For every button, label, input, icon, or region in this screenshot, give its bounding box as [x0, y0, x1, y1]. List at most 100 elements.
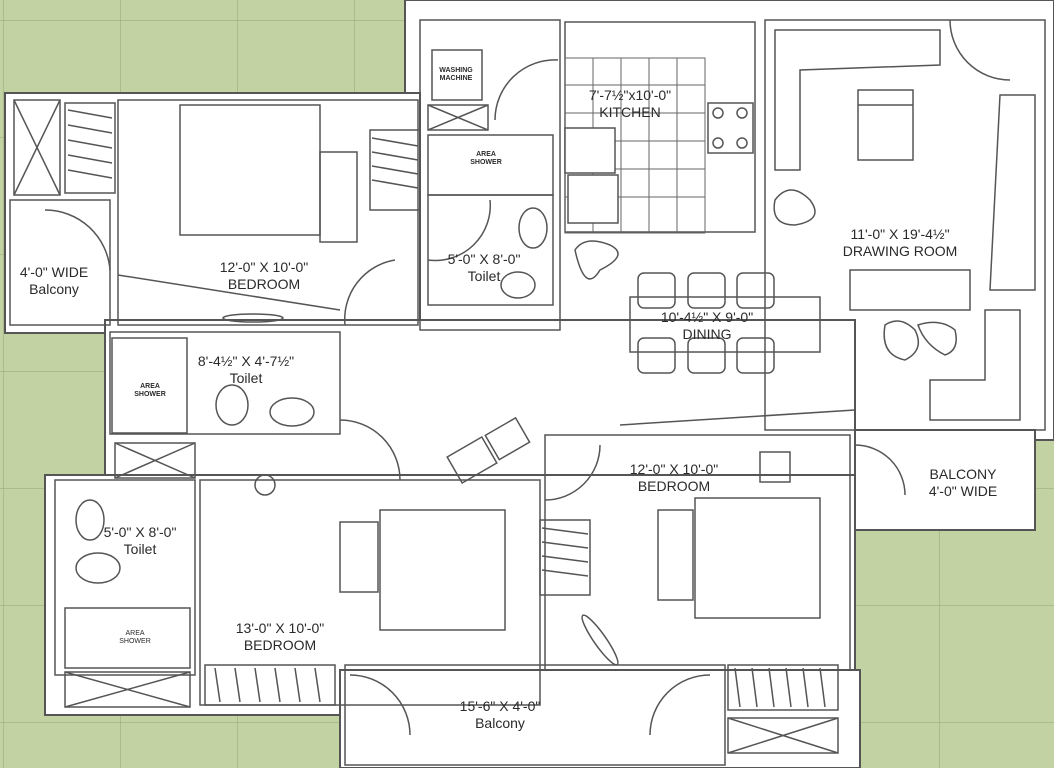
shower-area-2	[111, 337, 188, 434]
door-swing-utility	[494, 59, 559, 121]
plant-3	[254, 474, 276, 496]
wash-basin-2	[269, 397, 315, 427]
ottoman	[857, 89, 914, 161]
pouf-2	[917, 321, 957, 356]
pouf-1	[883, 320, 920, 361]
kitchen-label: 7'-7½"x10'-0" KITCHEN	[589, 87, 671, 121]
bedroom-1-name: BEDROOM	[227, 276, 301, 292]
wardrobe-4	[539, 519, 591, 596]
side-table-2	[657, 509, 694, 601]
bottom-balcony-walls	[344, 664, 726, 766]
dining-dim: 10'-4½" X 9'-0"	[660, 309, 754, 325]
drawing-room-walls	[764, 19, 1046, 431]
door-swing-balcony-right	[854, 444, 906, 496]
l-sofa-1	[774, 29, 941, 171]
wardrobe-5	[727, 664, 839, 711]
hob	[707, 102, 754, 154]
door-swing-balcony-bottom-2	[649, 674, 711, 736]
fridge	[567, 174, 619, 224]
balcony-right-name: BALCONY	[929, 466, 997, 482]
sofa-3-seat	[849, 269, 971, 311]
toilet-1-label: 5'-0" X 8'-0" Toilet	[448, 251, 521, 285]
bedroom-2-walls	[544, 434, 851, 671]
washing-machine-label: WASHING MACHINE	[439, 67, 472, 83]
chair-3	[759, 451, 791, 483]
toilet-3-dim: 5'-0" X 8'-0"	[103, 524, 177, 540]
toilet-3-walls	[54, 479, 196, 676]
balcony-left-dim: 4'-0" WIDE	[19, 264, 89, 280]
door-swing-balcony-bottom-1	[349, 674, 411, 736]
duct-1	[13, 99, 61, 196]
wc-1	[500, 271, 536, 299]
balcony-bottom-label: 15'-6" X 4'-0" Balcony	[460, 698, 541, 732]
toilet-1-dim: 5'-0" X 8'-0"	[447, 251, 521, 267]
side-table-1	[319, 151, 358, 243]
balcony-left-label: 4'-0" WIDE Balcony	[20, 264, 88, 298]
balcony-left-name: Balcony	[29, 281, 79, 297]
toilet-3-label: 5'-0" X 8'-0" Toilet	[104, 524, 177, 558]
bed-3	[379, 509, 506, 631]
door-swing-toilet-1	[427, 199, 492, 262]
balcony-left-walls	[9, 199, 111, 326]
bedroom-3-name: BEDROOM	[243, 637, 317, 653]
toilet-2-dim: 8'-4½" X 4'-7½"	[197, 353, 295, 369]
door-swing-bedroom-2	[544, 444, 601, 501]
washing-machine-line2: MACHINE	[439, 75, 473, 82]
area-shower-3-line2: SHOWER	[119, 638, 151, 645]
dining-chairs	[637, 272, 775, 374]
washing-machine	[431, 49, 483, 101]
kitchen-name: KITCHEN	[599, 104, 661, 120]
bedroom-3-label: 13'-0" X 10'-0" BEDROOM	[236, 620, 324, 654]
toilet-2-name: Toilet	[229, 370, 263, 386]
wash-basin-3	[75, 499, 105, 541]
balcony-right-label: BALCONY 4'-0" WIDE	[929, 466, 997, 500]
toilet-2-walls	[109, 331, 341, 435]
plant-2	[773, 189, 816, 226]
bed-2	[694, 497, 821, 619]
chair-1	[446, 435, 498, 485]
dining-label: 10'-4½" X 9'-0" DINING	[661, 309, 753, 343]
toilet-1	[427, 194, 554, 306]
balcony-right-area	[854, 429, 1036, 531]
dining-name: DINING	[682, 326, 732, 342]
shower-area-3	[64, 607, 191, 669]
balcony-bottom-name: Balcony	[475, 715, 525, 731]
washing-machine-line1: WASHING	[439, 67, 473, 74]
area-shower-2-line2: SHOWER	[134, 391, 166, 398]
toilet-1-name: Toilet	[467, 268, 501, 284]
drawing-room-dim: 11'-0" X 19'-4½"	[850, 226, 950, 242]
side-table-3	[339, 521, 379, 593]
wardrobe-3	[204, 664, 336, 706]
console	[989, 94, 1036, 291]
wash-basin-1	[518, 207, 548, 249]
door-swing-bedroom-1	[343, 259, 396, 326]
door-swing-entry	[949, 19, 1011, 81]
partition-line	[619, 409, 856, 426]
bedroom-2-name: BEDROOM	[637, 478, 711, 494]
door-swing-toilet-2	[339, 419, 401, 481]
toilet-3-name: Toilet	[123, 541, 157, 557]
l-sofa-2	[929, 309, 1021, 421]
drawing-room-name: DRAWING ROOM	[842, 243, 958, 259]
wardrobe-1	[64, 102, 116, 194]
area-shower-2-label: AREA SHOWER	[134, 383, 166, 399]
window-1	[222, 313, 284, 323]
area-shower-1-label: AREA SHOWER	[470, 151, 502, 167]
chair-2	[484, 416, 531, 461]
plant-1	[574, 240, 619, 280]
bedroom-2-dim: 12'-0" X 10'-0"	[629, 461, 719, 477]
toilet-2-label: 8'-4½" X 4'-7½" Toilet	[198, 353, 294, 387]
drawing-room-label: 11'-0" X 19'-4½" DRAWING ROOM	[843, 226, 958, 260]
utility-toilet-1-walls	[419, 19, 561, 331]
wc-2	[215, 384, 249, 426]
balcony-bottom-dim: 15'-6" X 4'-0"	[459, 698, 541, 714]
bedroom-2-label: 12'-0" X 10'-0" BEDROOM	[630, 461, 718, 495]
bottom-balcony-block	[339, 669, 861, 768]
area-shower-2-line1: AREA	[140, 383, 160, 390]
kitchen-dim: 7'-7½"x10'-0"	[588, 87, 672, 103]
central-corridor	[104, 319, 856, 481]
bedroom-1-label: 12'-0" X 10'-0" BEDROOM	[220, 259, 308, 293]
wc-3	[75, 552, 121, 584]
balcony-right-dim: 4'-0" WIDE	[928, 483, 998, 499]
